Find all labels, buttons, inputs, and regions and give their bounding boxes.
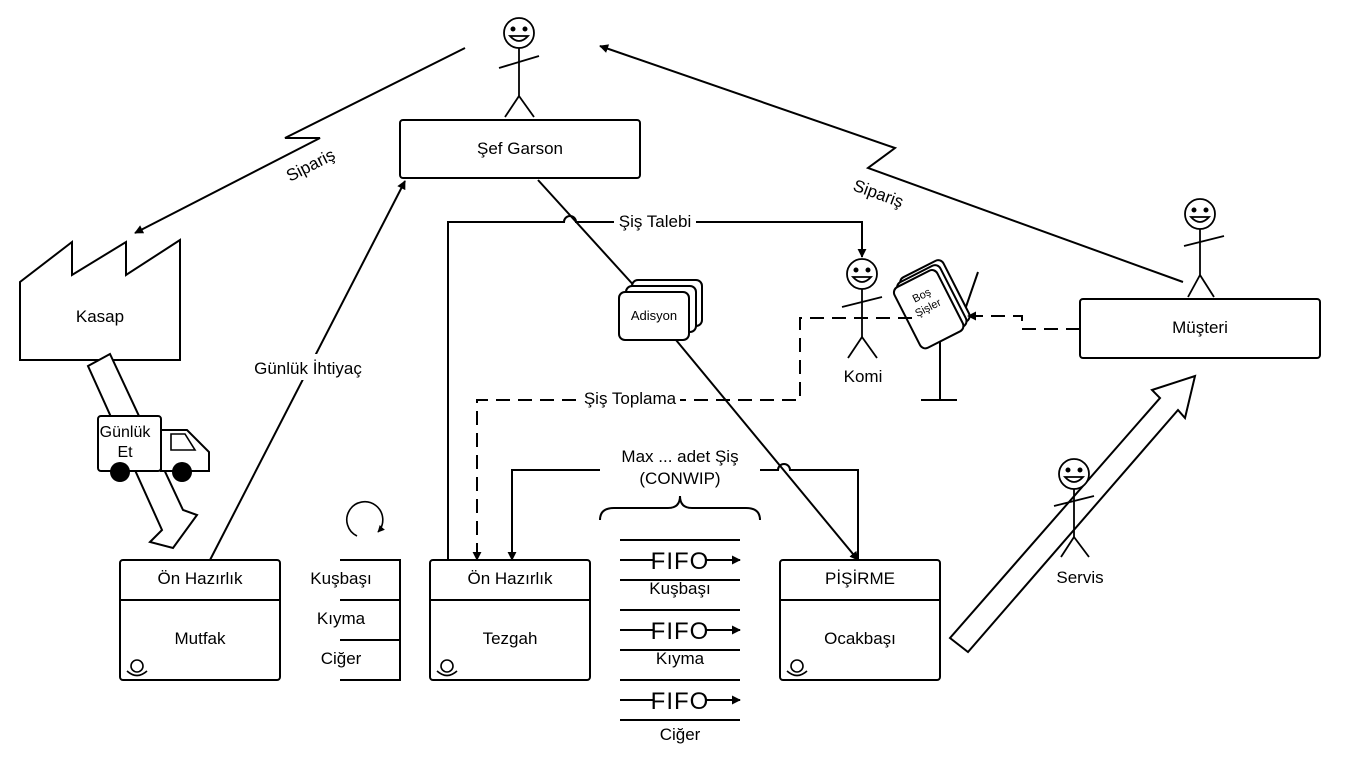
- conwip-brace: [599, 495, 761, 521]
- fifo-lane-ciger-label: Ciğer: [660, 725, 701, 744]
- fifo-lane-kiyma-label: Kıyma: [656, 649, 705, 668]
- adisyon-document-stack: [618, 279, 703, 341]
- inventory-kiyma: Kıyma: [317, 609, 366, 628]
- cycle-icon: [346, 500, 385, 537]
- musteri-label: Müşteri: [1172, 318, 1228, 337]
- conwip-label-line2: (CONWIP): [639, 469, 720, 488]
- adisyon-label: Adisyon: [631, 308, 677, 323]
- bos-sis-return-flow: [967, 311, 1080, 330]
- fifo-label-ciger: FIFO: [651, 688, 710, 715]
- mutfak-process-box: [119, 559, 281, 681]
- sis-toplama-label: Şiş Toplama: [584, 389, 677, 408]
- sef-garson-figure: [498, 17, 540, 118]
- bos-sisler-cards: Boş Şişler: [892, 259, 971, 350]
- conwip-label-line1: Max ... adet Şiş: [621, 447, 738, 466]
- sef-garson-label: Şef Garson: [477, 139, 563, 158]
- adisyon-flow-upper: [537, 179, 639, 291]
- servis-shipment-arrow: [948, 374, 1197, 654]
- conwip-loop: [512, 463, 859, 560]
- mutfak-body: Mutfak: [174, 629, 226, 648]
- ocakbasi-process-box: [779, 559, 941, 681]
- ocakbasi-body: Ocakbaşı: [824, 629, 896, 648]
- gunluk-ihtiyac-label: Günlük İhtiyaç: [254, 359, 362, 378]
- fifo-lane-kusbasi-label: Kuşbaşı: [649, 579, 710, 598]
- fifo-lane-kiyma: [620, 609, 741, 651]
- tezgah-body: Tezgah: [483, 629, 538, 648]
- inventory-ciger: Ciğer: [321, 649, 362, 668]
- musteri-figure: [1183, 198, 1225, 298]
- supermarket-shelf: [340, 559, 401, 681]
- sis-talebi-flow: [447, 215, 867, 560]
- mutfak-header: Ön Hazırlık: [157, 569, 243, 588]
- ocakbasi-header: PİŞİRME: [825, 569, 895, 588]
- siparis-left-flow: [134, 47, 466, 234]
- sef-garson-box: [399, 119, 641, 179]
- siparis-left-label: Sipariş: [283, 145, 338, 186]
- komi-figure: [841, 258, 883, 359]
- fifo-label-kiyma: FIFO: [651, 618, 710, 645]
- tezgah-process-box: [429, 559, 591, 681]
- adisyon-flow-lower: [675, 339, 859, 561]
- kasap-factory: [19, 238, 181, 361]
- siparis-right-label: Sipariş: [851, 176, 906, 212]
- siparis-right-flow: [599, 44, 1184, 283]
- truck-label-line1: Günlük: [100, 424, 152, 441]
- fifo-lane-kusbasi: [620, 539, 741, 581]
- servis-figure: [1053, 458, 1095, 558]
- kasap-label: Kasap: [76, 307, 124, 326]
- truck-label-line2: Et: [117, 444, 133, 461]
- sis-talebi-label: Şiş Talebi: [619, 212, 691, 231]
- inventory-kusbasi: Kuşbaşı: [310, 569, 371, 588]
- sis-toplama-flow: [472, 317, 912, 561]
- tezgah-header: Ön Hazırlık: [467, 569, 553, 588]
- servis-label: Servis: [1056, 568, 1103, 587]
- komi-label: Komi: [844, 367, 883, 386]
- fifo-label-kusbasi: FIFO: [651, 548, 710, 575]
- fifo-lane-ciger: [620, 679, 741, 721]
- truck-icon: [97, 415, 210, 482]
